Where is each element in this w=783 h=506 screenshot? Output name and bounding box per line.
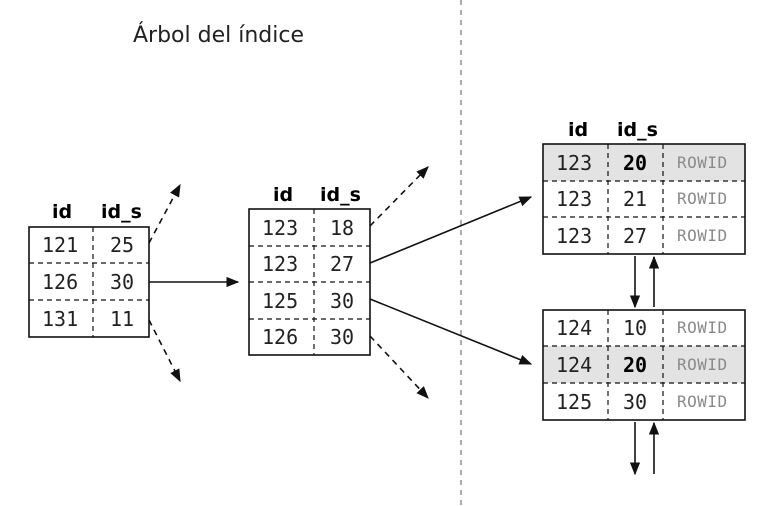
leaf-cell-id-s: 20 <box>623 353 647 377</box>
branch-cell-id-s: 30 <box>330 289 354 313</box>
branch-cell-id-s: 30 <box>330 325 354 349</box>
branch-col-id-header: id <box>273 184 293 206</box>
leaf-cell-id: 123 <box>556 224 592 248</box>
root-cell-id-s: 11 <box>110 307 134 331</box>
leaf-row-highlight <box>543 346 745 383</box>
leaf-cell-rowid: ROWID <box>677 355 728 374</box>
root-cell-id: 131 <box>42 307 78 331</box>
leaf-col-id-s-header: id_s <box>617 119 658 141</box>
branch-cell-id: 125 <box>262 289 298 313</box>
branch-cell-id-s: 18 <box>330 216 354 240</box>
branch-cell-id: 123 <box>262 216 298 240</box>
leaf-cell-id-s: 20 <box>623 151 647 175</box>
leaf-cell-id: 124 <box>556 316 592 340</box>
leaf-cell-rowid: ROWID <box>677 189 728 208</box>
root-cell-id: 121 <box>42 233 78 257</box>
leaf-cell-rowid: ROWID <box>677 392 728 411</box>
branch-node: id id_s 123 18 123 27 125 30 126 30 <box>248 184 371 356</box>
diagram-title: Árbol del índice <box>133 22 304 48</box>
leaf-node: 124 10 ROWID 124 20 ROWID 125 30 ROWID <box>542 309 746 421</box>
leaf-cell-rowid: ROWID <box>677 153 728 172</box>
leaf-cell-rowid: ROWID <box>677 226 728 245</box>
leaf-node: id id_s 123 20 ROWID 123 21 ROWID 123 27… <box>542 119 746 255</box>
leaf-node-box <box>542 143 746 255</box>
leaf-cell-id: 124 <box>556 353 592 377</box>
leaf-cell-id-s: 10 <box>623 316 647 340</box>
branch-cell-id: 123 <box>262 252 298 276</box>
leaf-node-box <box>542 309 746 421</box>
root-cell-id: 126 <box>42 270 78 294</box>
leaf-cell-id-s: 21 <box>623 187 647 211</box>
leaf-col-id-header: id <box>568 119 588 141</box>
leaf-row-highlight <box>543 144 745 181</box>
branch-col-id-s-header: id_s <box>320 184 361 206</box>
leaf-cell-rowid: ROWID <box>677 318 728 337</box>
branch-pointer-arrow <box>369 196 533 264</box>
branch-pointer-arrow <box>369 298 533 365</box>
branch-cell-id: 126 <box>262 325 298 349</box>
leaf-cell-id: 125 <box>556 390 592 414</box>
leaf-cell-id-s: 27 <box>623 224 647 248</box>
root-cell-id-s: 30 <box>110 270 134 294</box>
branch-pointer-arrow-dashed <box>369 166 429 227</box>
branch-cell-id-s: 27 <box>330 252 354 276</box>
root-pointer-arrow-dashed <box>148 183 181 244</box>
root-pointer-arrow-dashed <box>148 319 181 383</box>
root-col-id-s-header: id_s <box>101 201 142 223</box>
branch-pointer-arrow-dashed <box>369 335 429 399</box>
root-cell-id-s: 25 <box>110 233 134 257</box>
root-col-id-header: id <box>52 201 72 223</box>
leaf-cell-id: 123 <box>556 187 592 211</box>
leaf-cell-id: 123 <box>556 151 592 175</box>
root-node: id id_s 121 25 126 30 131 11 <box>28 201 150 338</box>
leaf-cell-id-s: 30 <box>623 390 647 414</box>
